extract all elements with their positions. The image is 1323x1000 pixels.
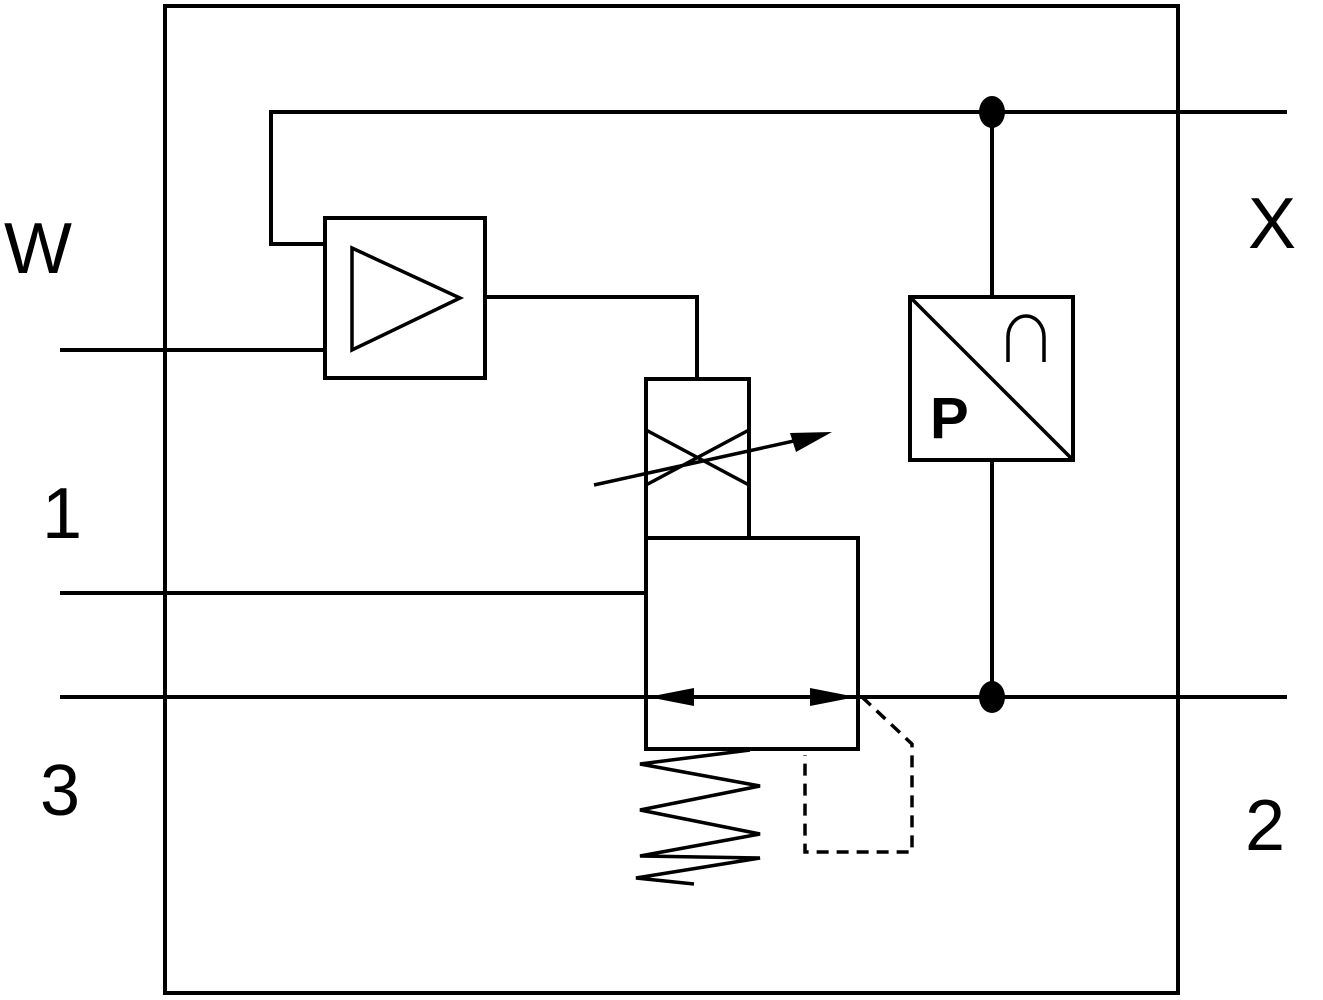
electrical-signal-icon [1006,314,1046,362]
housing-boundary [163,4,1180,995]
transducer-diagonal [908,295,1075,462]
variable-arrow-shaft [593,435,813,487]
port-label-w: W [4,209,72,289]
flow-arrow-right-icon [810,688,856,706]
amplifier-output-line [483,295,699,381]
flow-arrow-left-icon [648,688,694,706]
feedback-line [269,110,1287,246]
spring-icon [635,748,761,886]
amplifier [323,216,487,380]
pressure-transducer: P [908,295,1075,462]
amplifier-triangle-icon [350,245,465,353]
port-label-x: X [1248,184,1296,264]
pilot-line-dashed [803,695,914,854]
port-label-3: 3 [40,751,80,831]
valve-body [644,536,860,751]
transducer-label: P [930,386,969,451]
solenoid-cross-b [645,428,750,487]
variable-arrow-head-icon [790,432,832,452]
port-label-1: 1 [42,474,82,554]
valve-box [644,536,860,751]
port-label-2: 2 [1245,786,1285,866]
proportional-solenoid [593,377,832,540]
